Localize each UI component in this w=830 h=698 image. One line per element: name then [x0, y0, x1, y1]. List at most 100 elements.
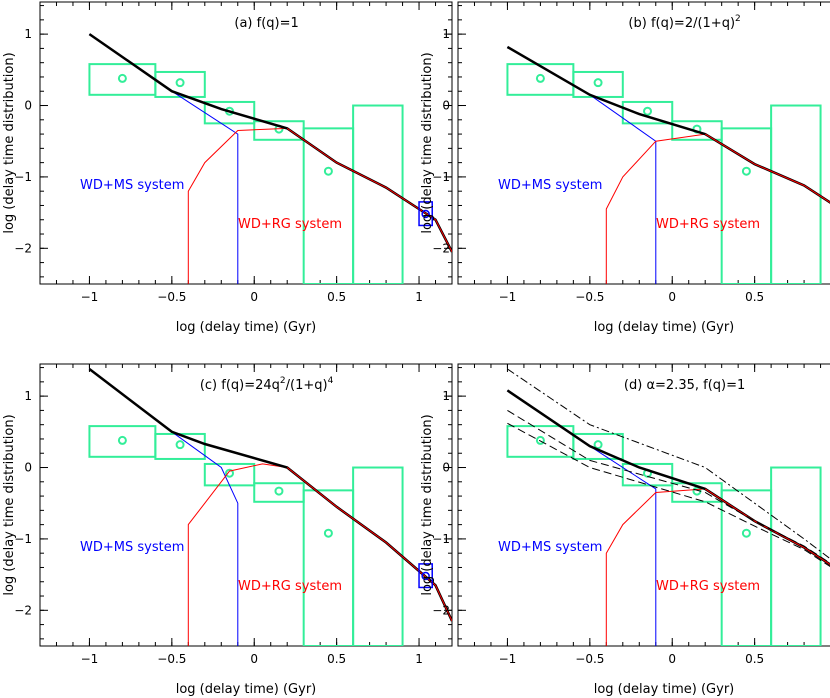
observed-point — [117, 73, 127, 83]
y-tick-label: 1 — [442, 389, 450, 403]
observed-point — [175, 440, 185, 450]
wd-rg-overlay — [286, 127, 452, 253]
y-axis-label: log (delay time distribution) — [420, 414, 435, 595]
panel-title: (c) f(q)=24q2/(1+q)4 — [200, 376, 334, 393]
panel-title: (a) f(q)=1 — [234, 16, 298, 31]
y-axis-label: log (delay time distribution) — [420, 52, 435, 233]
title-text: (b) f(q)=2/(1+q) — [628, 16, 735, 31]
plot-area — [88, 368, 452, 646]
x-tick-label: 0 — [250, 290, 258, 304]
wd-rg-label: WD+RG system — [656, 217, 760, 232]
wd-ms-label: WD+MS system — [498, 178, 602, 193]
x-axis-label: log (delay time) (Gyr) — [176, 682, 317, 697]
x-tick-label: 0.5 — [745, 652, 764, 666]
model-line-dashed — [507, 409, 830, 564]
y-tick-label: 1 — [24, 27, 32, 41]
ticks — [457, 2, 822, 284]
plot-area — [506, 368, 830, 646]
observed-point — [593, 78, 603, 88]
observed-point — [175, 78, 185, 88]
y-tick-label: 0 — [442, 461, 450, 475]
observed-bin-box — [621, 100, 674, 125]
x-tick-label: −0.5 — [157, 652, 186, 666]
observed-point — [643, 106, 653, 116]
observed-point — [225, 468, 235, 478]
y-tick-label: −2 — [432, 241, 450, 255]
y-tick-label: 1 — [442, 27, 450, 41]
x-tick-label: 0.5 — [745, 290, 764, 304]
plot-frame — [457, 1, 830, 285]
y-tick-label: −1 — [432, 532, 450, 546]
wd-rg-label: WD+RG system — [656, 579, 760, 594]
x-tick-label: −1 — [81, 652, 99, 666]
wd-ms-label: WD+MS system — [498, 540, 602, 555]
title-text-mid: /(1+q) — [286, 378, 328, 393]
observed-point — [274, 486, 284, 496]
title-text: (a) f(q)=1 — [234, 16, 298, 31]
wd-ms-label: WD+MS system — [80, 178, 184, 193]
y-tick-label: 0 — [24, 99, 32, 113]
panel-title: (b) f(q)=2/(1+q)2 — [628, 14, 740, 31]
observed-bin-box — [621, 462, 674, 487]
error-point — [421, 571, 430, 581]
chart-panel-a: −1 −0.5 0 0.5 1 −2 −1 0 1 log (delay time) (Gyr) l… — [2, 1, 453, 335]
plot-frame — [39, 1, 453, 285]
y-tick-label: −2 — [432, 603, 450, 617]
observed-bin-box — [352, 104, 404, 284]
observed-point — [323, 528, 333, 538]
model-line-dashdot — [507, 368, 830, 560]
wd-rg-overlay — [286, 467, 452, 622]
plot-frame — [39, 363, 453, 647]
title-superscript: 2 — [280, 376, 286, 386]
x-tick-label: 0 — [250, 652, 258, 666]
observed-point — [117, 435, 127, 445]
y-tick-label: 0 — [442, 99, 450, 113]
y-axis-label: log (delay time distribution) — [2, 52, 17, 233]
wd-rg-overlay — [704, 133, 830, 203]
y-tick-label: 1 — [24, 389, 32, 403]
observed-point — [741, 528, 751, 538]
observed-point — [535, 435, 545, 445]
x-tick-label: −0.5 — [575, 652, 604, 666]
y-tick-label: −1 — [432, 170, 450, 184]
observed-point — [741, 166, 751, 176]
x-tick-label: 1 — [415, 652, 423, 666]
plot-frame — [457, 363, 830, 647]
x-tick-label: −1 — [81, 290, 99, 304]
observed-point — [535, 73, 545, 83]
plot-area — [88, 33, 452, 284]
y-tick-label: −1 — [14, 170, 32, 184]
plot-area — [506, 45, 830, 284]
chart-panel-c: −1 −0.5 0 0.5 1 −2 −1 0 1 log (delay time) (Gyr) l… — [2, 363, 453, 697]
x-tick-label: −0.5 — [157, 290, 186, 304]
title-superscript: 4 — [328, 376, 334, 386]
x-axis-label: log (delay time) (Gyr) — [176, 320, 317, 335]
model-line-dashed — [507, 422, 830, 568]
wd-rg-overlay — [704, 488, 830, 565]
observed-point — [593, 440, 603, 450]
x-tick-label: 0 — [668, 652, 676, 666]
panel-title: (d) α=2.35, f(q)=1 — [624, 378, 745, 393]
x-tick-label: −0.5 — [575, 290, 604, 304]
wd-rg-label: WD+RG system — [238, 217, 342, 232]
observed-point — [323, 166, 333, 176]
error-box — [418, 563, 433, 589]
x-tick-label: 1 — [415, 290, 423, 304]
wd-rg-label: WD+RG system — [238, 579, 342, 594]
x-tick-label: −1 — [499, 652, 517, 666]
y-tick-label: −2 — [14, 603, 32, 617]
error-box — [418, 201, 433, 227]
title-superscript: 2 — [735, 14, 741, 24]
wd-ms-label: WD+MS system — [80, 540, 184, 555]
x-tick-label: 0.5 — [327, 290, 346, 304]
y-tick-label: 0 — [24, 461, 32, 475]
y-axis-label: log (delay time distribution) — [2, 414, 17, 595]
y-tick-label: −2 — [14, 241, 32, 255]
x-tick-label: 0 — [668, 290, 676, 304]
error-point — [421, 209, 430, 219]
y-tick-label: −1 — [14, 532, 32, 546]
x-tick-label: 0.5 — [327, 652, 346, 666]
